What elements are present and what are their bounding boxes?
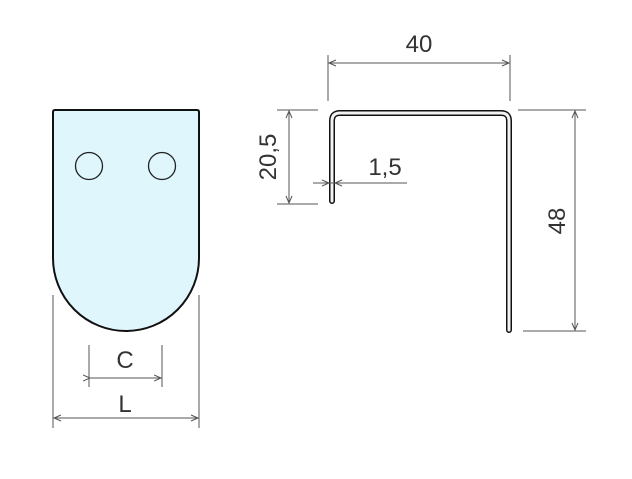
profile-outline [329,110,512,333]
plate-outline [52,109,200,332]
dimension-label-short-leg: 20,5 [255,134,282,181]
dimension-label-thickness: 1,5 [368,154,401,181]
dimension-label-height: 48 [544,208,571,235]
profile-view: 40 20,5 1,5 48 [255,31,586,333]
front-view: C L [52,109,200,428]
dimension-label-width: 40 [406,31,433,58]
dimension-label-l: L [118,391,131,418]
dimension-label-c: C [116,347,133,374]
hole-left [74,151,104,181]
hole-right [147,151,177,181]
